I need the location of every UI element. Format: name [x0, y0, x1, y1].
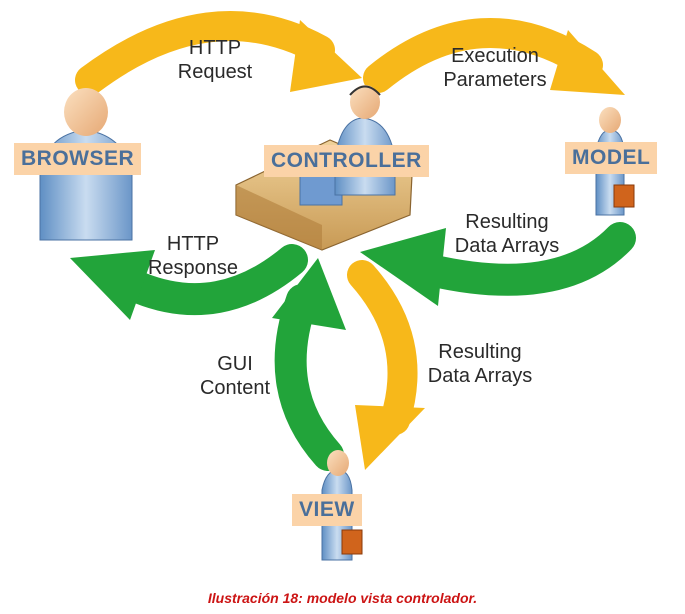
http-request-label-line2: Request	[177, 61, 253, 83]
resulting-data-model-label-line1: Resulting	[465, 211, 549, 233]
resulting-data-model-label: Resulting Data Arrays	[432, 210, 582, 258]
figure-caption: Ilustración 18: modelo vista controlador…	[207, 590, 478, 606]
resulting-data-view-label-line2: Data Arrays	[427, 365, 533, 387]
resulting-data-model-label-line2: Data Arrays	[454, 235, 560, 257]
model-node-label: MODEL	[565, 142, 658, 174]
gui-content-arrow	[272, 258, 346, 471]
browser-node-label: BROWSER	[14, 143, 142, 175]
resulting-data-model-arrow	[360, 222, 636, 306]
resulting-data-view-label-line1: Resulting	[438, 341, 522, 363]
execution-parameters-label: Execution Parameters	[420, 44, 570, 92]
execution-parameters-label-line1: Execution	[451, 45, 539, 67]
http-response-label-line1: HTTP	[166, 233, 220, 255]
gui-content-label-line2: Content	[199, 377, 271, 399]
http-response-label-line2: Response	[147, 257, 239, 279]
execution-parameters-arrow	[363, 18, 625, 95]
http-response-label: HTTP Response	[128, 232, 258, 280]
gui-content-label-line1: GUI	[217, 353, 253, 375]
http-request-arrow	[75, 11, 362, 95]
view-node-label: VIEW	[292, 494, 362, 526]
http-request-label: HTTP Request	[150, 36, 280, 84]
controller-node-label: CONTROLLER	[264, 145, 429, 177]
http-request-label-line1: HTTP	[188, 37, 242, 59]
gui-content-label: GUI Content	[180, 352, 290, 400]
http-response-arrow	[70, 244, 308, 320]
resulting-data-view-arrow	[347, 260, 425, 470]
resulting-data-view-label: Resulting Data Arrays	[400, 340, 560, 388]
execution-parameters-label-line2: Parameters	[443, 69, 547, 91]
